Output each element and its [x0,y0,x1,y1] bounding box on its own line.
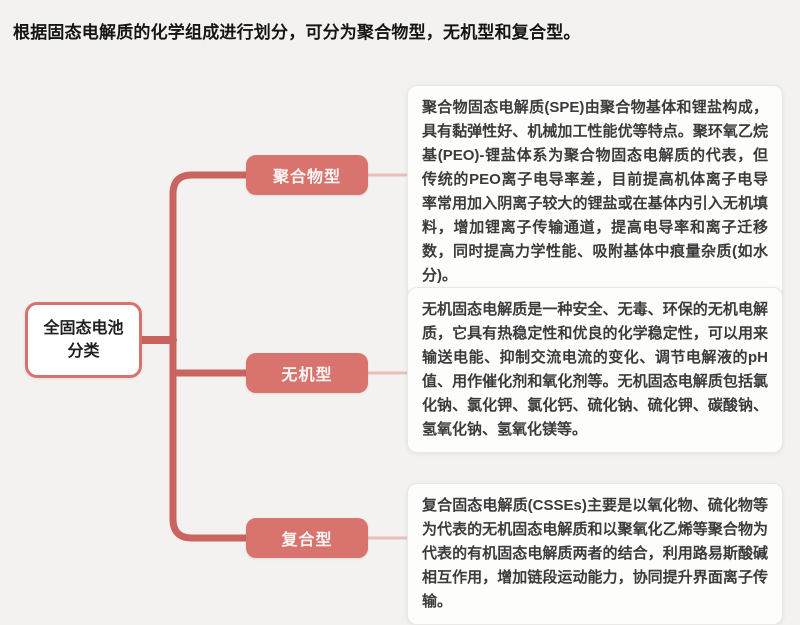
branch-node-polymer-label: 聚合物型 [272,169,341,186]
connector-trunk [169,171,252,542]
root-node-label-line1: 全固态电池 [43,319,124,337]
description-card-inorganic: 无机固态电解质是一种安全、无毒、环保的无机电解质，它具有热稳定性和优良的化学稳定… [407,287,783,453]
branch-node-composite: 复合型 [246,518,368,558]
description-card-composite: 复合固态电解质(CSSEs)主要是以氧化物、硫化物等为代表的无机固态电解质和以聚… [407,483,783,625]
diagram-canvas: 根据固态电解质的化学组成进行划分，可分为聚合物型，无机型和复合型。 全固态电池 … [13,23,783,625]
branch-node-polymer: 聚合物型 [246,155,368,195]
root-node-label: 全固态电池 分类 [43,317,123,363]
branch-node-inorganic-label: 无机型 [281,367,333,384]
description-text-polymer: 聚合物固态电解质(SPE)由聚合物基体和锂盐构成，具有黏弹性好、机械加工性能优等… [422,99,768,284]
description-card-polymer: 聚合物固态电解质(SPE)由聚合物基体和锂盐构成，具有黏弹性好、机械加工性能优等… [407,85,783,299]
description-text-inorganic: 无机固态电解质是一种安全、无毒、环保的无机电解质，它具有热稳定性和优良的化学稳定… [422,301,768,438]
branch-node-composite-label: 复合型 [281,532,333,549]
branch-node-inorganic: 无机型 [246,353,368,393]
root-node: 全固态电池 分类 [25,302,142,378]
root-node-label-line2: 分类 [67,343,100,360]
page-title: 根据固态电解质的化学组成进行划分，可分为聚合物型，无机型和复合型。 [13,23,581,42]
description-text-composite: 复合固态电解质(CSSEs)主要是以氧化物、硫化物等为代表的无机固态电解质和以聚… [422,497,768,610]
connector-lines [136,171,408,542]
